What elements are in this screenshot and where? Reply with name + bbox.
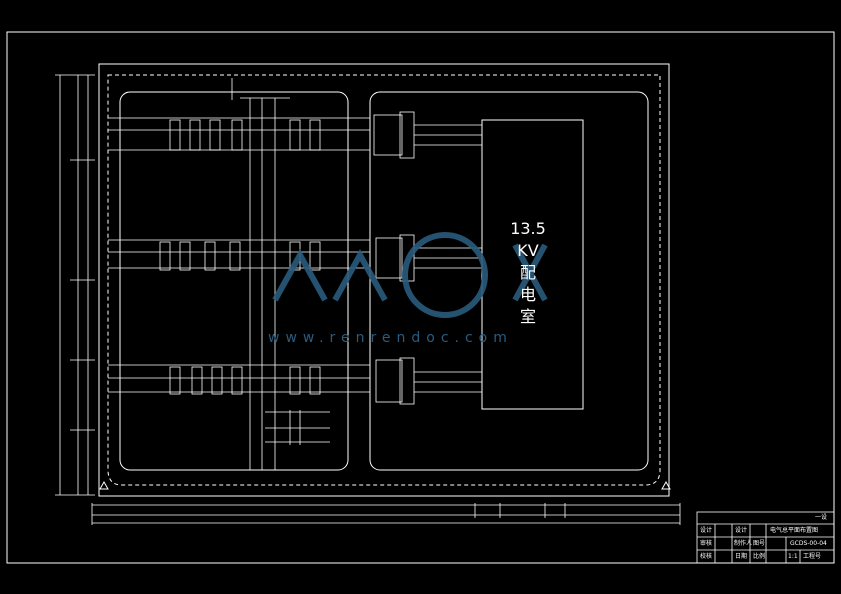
room-label-kv: KV <box>517 241 539 260</box>
tb-check-label: 校核 <box>700 553 713 560</box>
marker-left <box>99 480 109 490</box>
bay-2 <box>108 234 482 282</box>
room-label-char-2: 电 <box>519 285 536 304</box>
trunk-lines <box>230 78 330 471</box>
title-block-top-right: 一设 <box>815 514 828 521</box>
bay-3 <box>108 357 482 405</box>
outer-frame <box>6 31 835 564</box>
tb-design-label: 设计 <box>700 527 713 534</box>
right-yard-area <box>369 91 649 471</box>
tb-project-no: 工程号 <box>803 553 822 560</box>
room-label-voltage: 13.5 <box>510 219 546 238</box>
room-label-char-3: 室 <box>519 307 536 326</box>
tb-review-label: 审核 <box>700 540 713 547</box>
tb-scale: 1:1 <box>788 553 798 560</box>
bay-1 <box>108 111 482 159</box>
tb-drawing-no: GCDS-00-04 <box>790 540 827 547</box>
watermark-url: www.renrendoc.com <box>268 330 513 346</box>
tb-author: 制作人 <box>734 540 753 547</box>
tb-designer: 设计 <box>735 527 748 534</box>
watermark-logo <box>272 232 548 318</box>
tb-date-label: 日期 <box>735 553 748 560</box>
left-dimensions <box>55 74 95 496</box>
tb-drawing-title: 电气总平面布置图 <box>770 527 819 534</box>
title-block-frame <box>696 511 835 564</box>
site-boundary <box>98 63 670 497</box>
tb-drawing-no-label: 图号 <box>753 540 766 547</box>
dashed-boundary <box>107 74 661 486</box>
bottom-dimensions <box>91 503 681 525</box>
tb-scale-label: 比例 <box>753 553 766 560</box>
room-label-char-1: 配 <box>519 263 536 282</box>
marker-right <box>661 480 671 490</box>
